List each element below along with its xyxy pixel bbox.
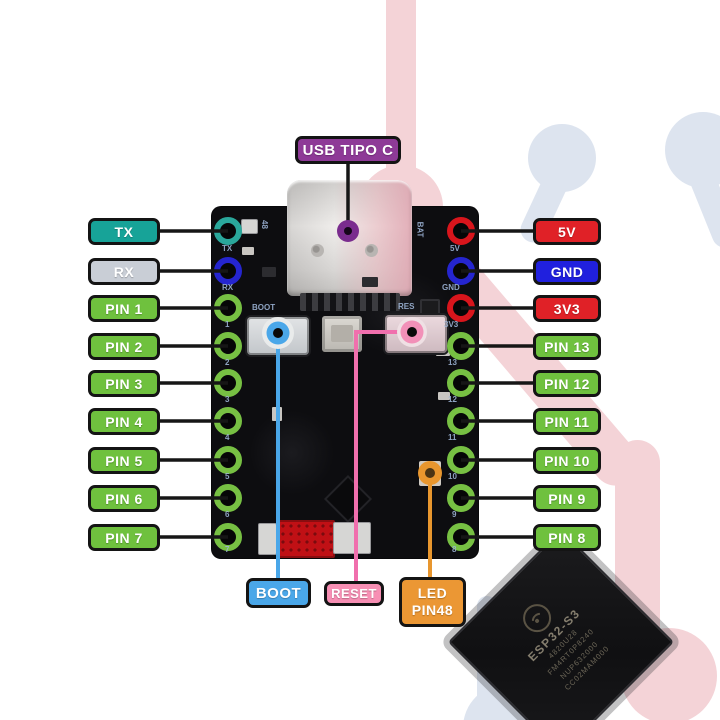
callout-3v3: 3V3	[533, 295, 601, 322]
silk-6: 6	[225, 510, 230, 519]
usb-anchor-center	[344, 227, 352, 235]
silk-12: 12	[448, 395, 457, 404]
callout-pin8: PIN 8	[533, 524, 601, 551]
callout-usb-tipo-c: USB TIPO C	[295, 136, 401, 164]
silk-1: 1	[225, 320, 230, 329]
reset-line	[354, 330, 412, 583]
reset-anchor-center	[407, 327, 417, 337]
callout-pin10: PIN 10	[533, 447, 601, 474]
smd-1	[242, 247, 254, 255]
callout-pin6: PIN 6	[88, 485, 160, 512]
silk-13: 13	[448, 358, 457, 367]
oscillator-die	[331, 325, 353, 342]
silk-tx: TX	[222, 244, 233, 253]
callout-led-line2: PIN48	[411, 602, 454, 618]
callout-pin2: PIN 2	[88, 333, 160, 360]
silk-5: 5	[225, 472, 230, 481]
callout-pin9: PIN 9	[533, 485, 601, 512]
callout-tx: TX	[88, 218, 160, 245]
silk-gnd: GND	[442, 283, 460, 292]
callout-pin5: PIN 5	[88, 447, 160, 474]
callout-reset: RESET	[324, 581, 384, 606]
silk-8: 8	[452, 545, 457, 554]
callout-pin4: PIN 4	[88, 408, 160, 435]
callout-pin12: PIN 12	[533, 370, 601, 397]
led-anchor-center	[425, 468, 435, 478]
callout-rx: RX	[88, 258, 160, 285]
pinhole-8	[447, 523, 475, 551]
silk-10: 10	[448, 472, 457, 481]
callout-pin7: PIN 7	[88, 524, 160, 551]
boot-anchor-center	[273, 328, 283, 338]
silk-2: 2	[225, 358, 230, 367]
callout-led-line1: LED	[417, 584, 448, 601]
usb-screw-right	[365, 244, 378, 257]
silk-7: 7	[225, 545, 230, 554]
silk-boot: BOOT	[252, 303, 276, 312]
callout-5v: 5V	[533, 218, 601, 245]
silk-5v: 5V	[450, 244, 460, 253]
bottom-comp-right	[333, 522, 371, 554]
callout-pin13: PIN 13	[533, 333, 601, 360]
smd-5	[362, 277, 378, 287]
smd-2	[262, 267, 276, 277]
silk-11: 11	[448, 433, 457, 442]
silk-3: 3	[225, 395, 230, 404]
callout-boot: BOOT	[246, 578, 311, 608]
red-component	[277, 520, 335, 558]
callout-led-pin48: LED PIN48	[399, 577, 466, 627]
callout-gnd: GND	[533, 258, 601, 285]
silk-4: 4	[225, 433, 230, 442]
callout-pin1: PIN 1	[88, 295, 160, 322]
silk-res: RES	[398, 302, 415, 311]
callout-pin11: PIN 11	[533, 408, 601, 435]
smd-6	[438, 392, 450, 400]
usb-screw-left	[311, 244, 324, 257]
callout-pin3: PIN 3	[88, 370, 160, 397]
silk-3v3: 3V3	[444, 320, 459, 329]
silk-9: 9	[452, 510, 457, 519]
silk-rx: RX	[222, 283, 234, 292]
usb-solder-pins	[300, 293, 400, 311]
